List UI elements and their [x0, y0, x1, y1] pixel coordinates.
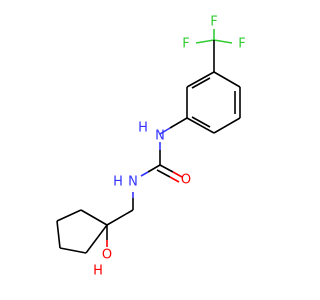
atom-o-carbonyl: O	[181, 173, 191, 188]
atom-h-bottom: H	[113, 175, 123, 190]
bond-c-nb	[147, 164, 161, 173]
ring-bond-4	[186, 117, 215, 134]
atom-f-right: F	[238, 37, 245, 52]
atom-h-hydroxyl: H	[93, 264, 103, 279]
bond-ch2-c	[106, 209, 134, 226]
ring-bond-1	[213, 71, 241, 88]
structure-diagram: F F F H N N H O O H	[56, 15, 246, 279]
atom-h-top: H	[138, 121, 148, 136]
bond-c-o-2	[156, 169, 171, 178]
urea-core	[140, 142, 183, 183]
bond-c-o-1-red	[172, 171, 183, 178]
bond-c-o-2-red	[169, 176, 180, 183]
cp-bond-2	[56, 209, 82, 222]
benzene-ring	[186, 71, 241, 134]
trifluoromethyl-group	[195, 29, 233, 72]
cp-bond-1	[80, 209, 108, 226]
atom-f-top: F	[210, 15, 217, 30]
ring-double-3	[191, 77, 211, 89]
cp-bond-5	[85, 224, 108, 254]
bond-cf-left	[195, 39, 215, 44]
molecule-canvas: F F F H N N H O O H	[56, 15, 246, 279]
cp-bond-3	[56, 220, 61, 249]
bond-c-o-1	[159, 164, 174, 173]
atom-f-left: F	[182, 37, 189, 52]
ring-double-2	[191, 116, 211, 128]
bond-c-nb-blue	[140, 171, 149, 177]
atom-n-top: N	[155, 129, 165, 144]
bond-ring-n-colored	[159, 127, 171, 135]
atom-n-bottom: N	[128, 175, 138, 190]
cp-bond-4	[59, 247, 87, 254]
ring-bond-6	[186, 71, 215, 88]
cyclopentane-ring	[56, 209, 108, 254]
bond-cf-right	[213, 39, 233, 44]
atom-o-hydroxyl: O	[102, 248, 112, 263]
ring-bond-3	[213, 117, 241, 134]
bond-ring-n	[169, 117, 188, 129]
